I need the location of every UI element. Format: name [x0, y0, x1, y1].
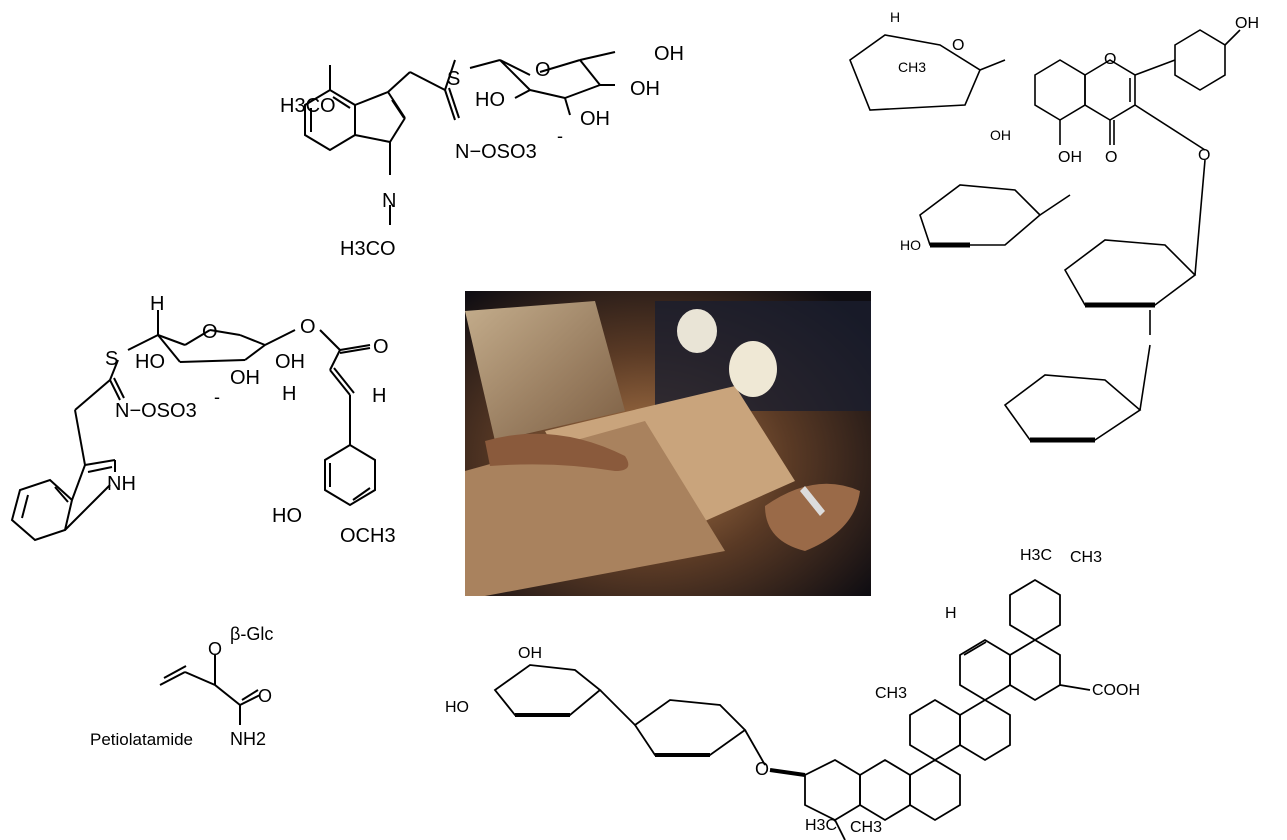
hydroxyl-label: OH	[518, 645, 542, 662]
sulfur-label: S	[447, 68, 460, 90]
ring-oxygen-label: O	[1104, 51, 1116, 68]
charge-label: -	[214, 387, 220, 407]
methyl-label: H3C	[1020, 547, 1052, 564]
saponin-structure: H3C CH3 H COOH CH3 H3C CH3 OH HO O	[445, 547, 1140, 840]
ester-oxygen-label: O	[300, 316, 316, 338]
keto-oxygen-label: O	[1105, 149, 1117, 166]
hydrogen-label: H	[150, 293, 164, 315]
carboxylic-acid-label: COOH	[1092, 682, 1140, 699]
methyl-label: CH3	[850, 819, 882, 836]
hydroxyl-label: HO	[135, 351, 165, 373]
nitrogen-label: N	[382, 190, 396, 212]
hydroxyl-label: OH	[990, 127, 1011, 143]
hydroxyl-label: OH	[230, 367, 260, 389]
photo-hands-writing	[465, 291, 871, 596]
hydroxyl-label: OH	[275, 351, 305, 373]
hydroxyl-label: OH	[654, 43, 684, 65]
hydrogen-label: H	[945, 605, 957, 622]
bridge-oxygen-label: O	[1198, 147, 1210, 164]
hydrogen-label: H	[890, 9, 900, 25]
methyl-label: CH3	[875, 685, 907, 702]
oxime-sulfate-label: N−OSO3	[455, 141, 537, 163]
methoxy-label: OCH3	[340, 525, 396, 547]
nh-label: NH	[107, 473, 136, 495]
ring-oxygen-label: O	[952, 37, 964, 54]
ether-oxygen-label: O	[208, 639, 222, 659]
ring-oxygen-label: O	[535, 59, 551, 81]
oxime-sulfate-label: N−OSO3	[115, 400, 197, 422]
hydroxyl-label: OH	[630, 78, 660, 100]
methyl-label: CH3	[1070, 549, 1102, 566]
hydrogen-label: H	[372, 385, 386, 407]
hydroxyl-label: OH	[1058, 149, 1082, 166]
sulfur-label: S	[105, 348, 118, 370]
methoxy-label: H3CO	[280, 95, 336, 117]
petiolatamide-structure: O β-Glc O NH2	[159, 624, 273, 749]
hydroxyl-label: HO	[900, 237, 921, 253]
amide-label: NH2	[230, 729, 266, 749]
glucosinolate-left-structure: H S HO OH OH O O O H H N−OSO3 - NH HO OC…	[10, 293, 396, 547]
carbonyl-oxygen-label: O	[373, 336, 389, 358]
beta-glc-label: β-Glc	[230, 624, 273, 644]
petiolatamide-name: Petiolatamide	[90, 730, 194, 749]
glycosidic-oxygen-label: O	[755, 759, 769, 779]
hydroxyl-label: HO	[475, 89, 505, 111]
methoxy-label-n: H3CO	[340, 238, 396, 260]
methyl-label: CH3	[898, 59, 926, 75]
hydrogen-label: H	[282, 383, 296, 405]
hydroxyl-label: HO	[445, 699, 469, 716]
hydroxyl-label: OH	[1235, 15, 1259, 32]
charge-label: -	[557, 126, 563, 146]
hydroxyl-label: OH	[580, 108, 610, 130]
carbonyl-oxygen-label: O	[258, 686, 272, 706]
glucosinolate-top-structure: H3CO H3CO N S HO O OH OH OH N−OSO3 -	[280, 43, 684, 260]
hydroxyl-label: HO	[272, 505, 302, 527]
ring-oxygen-label: O	[202, 321, 218, 343]
methyl-label: H3C	[805, 817, 837, 834]
flavonoid-glycoside-structure: OH OH O O O CH3 H HO OH O	[849, 9, 1259, 443]
